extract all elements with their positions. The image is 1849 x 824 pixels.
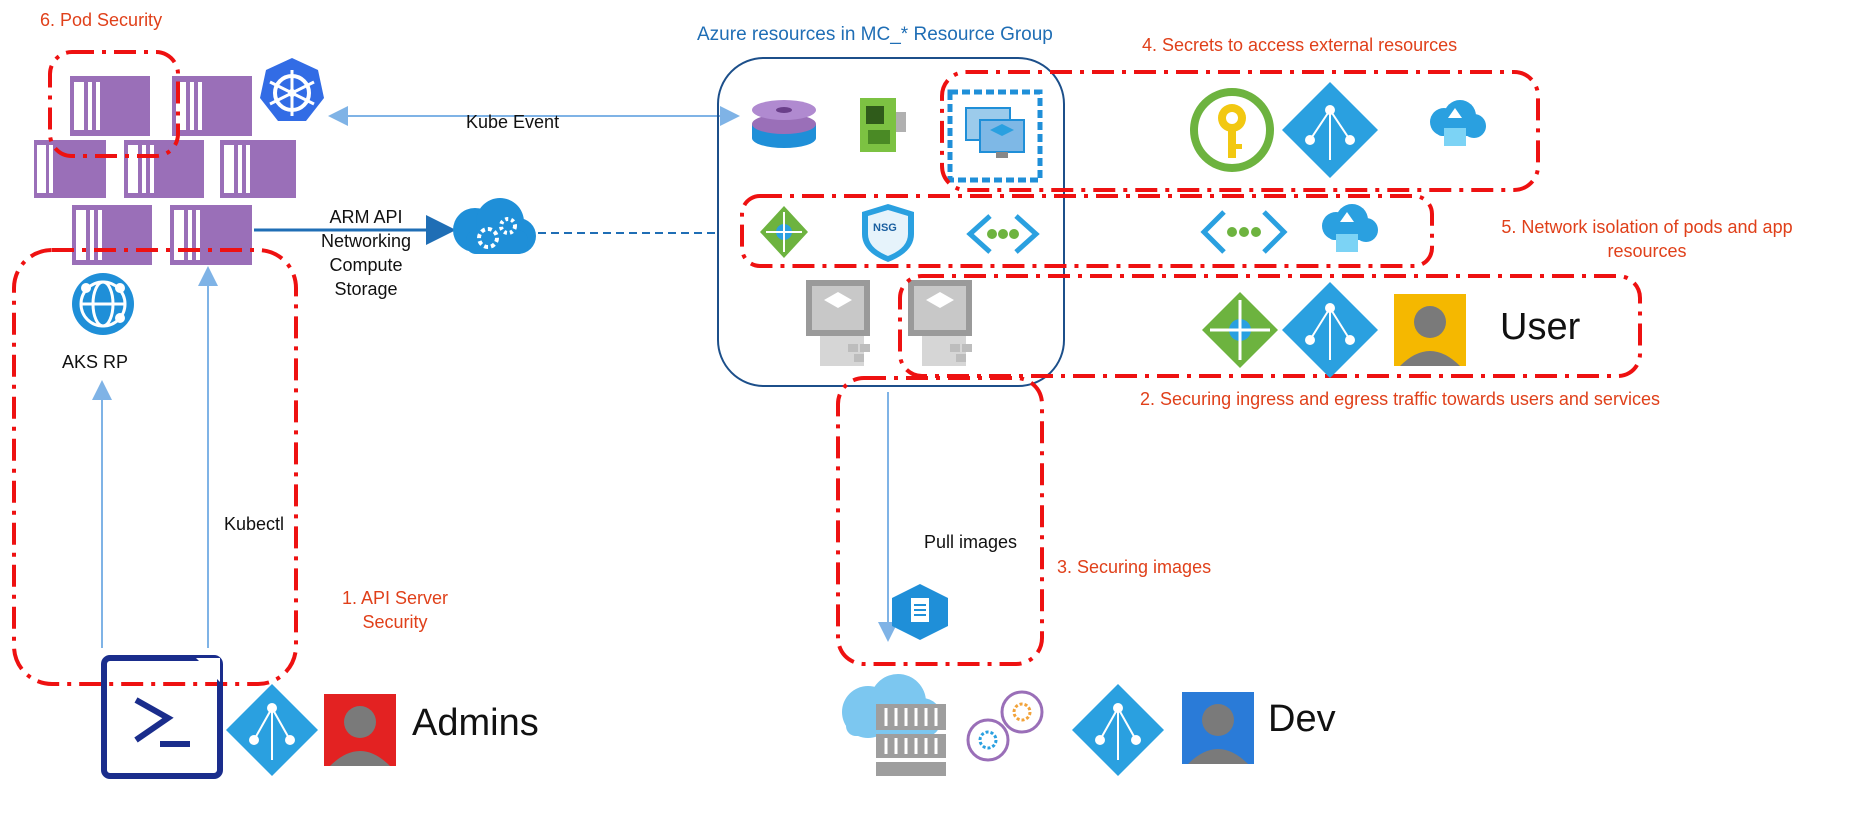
azure-ad-icon — [1072, 684, 1164, 776]
disk-icon — [752, 100, 816, 148]
nsg-shield-icon — [862, 204, 914, 262]
load-balancer-icon — [1202, 292, 1278, 368]
node-icon — [908, 280, 972, 366]
key-vault-icon — [1190, 88, 1274, 172]
arm-api-label: ARM API — [329, 207, 403, 227]
node-icon — [806, 280, 870, 366]
container-icon — [124, 140, 204, 198]
pull-images-label: Pull images — [924, 532, 1018, 552]
devops-icon — [966, 690, 1044, 762]
aks-rp-icon — [72, 273, 134, 335]
secrets-title: 4. Secrets to access external resources — [1142, 35, 1458, 55]
container-icon — [220, 140, 296, 198]
api-server-security-box — [12, 248, 298, 686]
powershell-icon — [101, 655, 223, 779]
pod-security-box — [48, 50, 180, 158]
container-registry-icon — [842, 674, 946, 776]
acr-doc-icon — [892, 584, 948, 640]
api-server-title: 1. API Server Security — [341, 588, 449, 632]
resource-group-box — [717, 57, 1065, 387]
network-isolation-box — [740, 194, 1434, 268]
storage-icon — [1322, 204, 1378, 252]
nsg-label: NSG — [873, 222, 897, 234]
kube-event-label: Kube Event — [466, 112, 560, 132]
user-icon — [1182, 692, 1254, 764]
kubernetes-icon — [260, 58, 324, 121]
storage-label: Storage — [334, 279, 398, 299]
user-label: User — [1500, 306, 1581, 348]
dev-label: Dev — [1268, 698, 1336, 740]
azure-ad-icon — [1282, 282, 1378, 378]
aks-rp-label: AKS RP — [62, 352, 129, 372]
networking-label: Networking — [320, 231, 412, 251]
private-endpoint-icon — [966, 214, 1040, 254]
kubectl-label: Kubectl — [224, 514, 285, 534]
admins-label: Admins — [412, 702, 539, 744]
azure-ad-icon — [226, 684, 318, 776]
images-security-box — [836, 376, 1044, 666]
load-balancer-icon — [760, 206, 808, 258]
images-title: 3. Securing images — [1057, 557, 1212, 577]
container-cluster — [34, 76, 296, 265]
ingress-egress-box — [898, 274, 1642, 378]
azure-ad-icon — [1282, 82, 1378, 178]
container-icon — [172, 76, 252, 136]
private-endpoint-icon — [1200, 210, 1288, 254]
user-icon — [324, 694, 396, 766]
container-icon — [34, 140, 106, 198]
vm-scale-set-icon — [947, 89, 1043, 183]
container-icon — [70, 76, 150, 136]
storage-icon — [1430, 100, 1486, 146]
resource-group-title: Azure resources in MC_* Resource Group — [697, 24, 1053, 45]
nic-icon — [860, 98, 906, 152]
network-isolation-title: 5. Network isolation of pods and app res… — [1501, 217, 1793, 261]
cloud-gear-icon — [453, 198, 536, 254]
pod-security-title: 6. Pod Security — [40, 10, 163, 30]
container-icon — [170, 205, 252, 265]
container-icon — [72, 205, 152, 265]
compute-label: Compute — [329, 255, 403, 275]
user-icon — [1394, 294, 1466, 366]
secrets-box — [940, 70, 1540, 192]
ingress-egress-title: 2. Securing ingress and egress traffic t… — [1140, 389, 1660, 409]
